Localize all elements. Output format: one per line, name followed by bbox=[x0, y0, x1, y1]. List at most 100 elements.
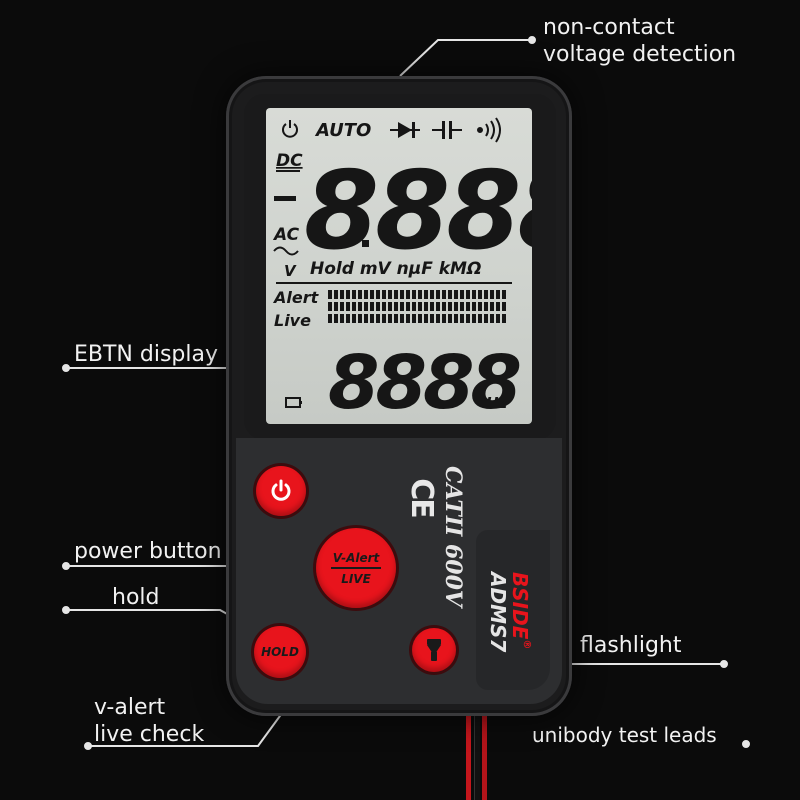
flashlight-button[interactable] bbox=[412, 628, 456, 672]
v-indicator: V bbox=[284, 262, 297, 280]
bargraph-segment bbox=[340, 314, 344, 323]
bargraph-segment bbox=[382, 314, 386, 323]
hold-button[interactable]: HOLD bbox=[254, 626, 306, 678]
live-label: LIVE bbox=[341, 571, 371, 586]
bargraph-segment bbox=[388, 314, 392, 323]
bargraph-segment bbox=[376, 290, 380, 299]
bargraph-segment bbox=[352, 302, 356, 311]
bargraph-segment bbox=[436, 290, 440, 299]
bargraph-segment bbox=[442, 314, 446, 323]
model-name: ADMS7 bbox=[486, 572, 510, 653]
bargraph-segment bbox=[490, 314, 494, 323]
bargraph-segment bbox=[478, 314, 482, 323]
bargraph-segment bbox=[424, 302, 428, 311]
bargraph-segment bbox=[472, 314, 476, 323]
bargraph-segment bbox=[334, 302, 338, 311]
bargraph-segment bbox=[430, 290, 434, 299]
hold-button-label: HOLD bbox=[261, 645, 299, 659]
bargraph-segment bbox=[430, 302, 434, 311]
live-indicator: Live bbox=[274, 311, 311, 330]
bargraph-scale-line bbox=[276, 282, 512, 284]
ebtn-leader-dot bbox=[62, 364, 70, 372]
bargraph-segment bbox=[478, 302, 482, 311]
leads-leader-dot bbox=[742, 740, 750, 748]
bargraph-segment bbox=[358, 290, 362, 299]
bargraph-segment bbox=[406, 302, 410, 311]
bargraph-segment bbox=[418, 290, 422, 299]
bargraph-segment bbox=[334, 290, 338, 299]
alert-indicator: Alert bbox=[272, 288, 320, 307]
v-alert-live-button[interactable]: V-Alert LIVE bbox=[316, 528, 396, 608]
test-lead-black bbox=[474, 712, 480, 800]
diode-icon bbox=[390, 122, 420, 138]
ac-indicator: AC bbox=[272, 225, 300, 245]
bargraph-segment bbox=[406, 290, 410, 299]
bargraph-segment bbox=[376, 302, 380, 311]
ncv-leader-dot bbox=[528, 36, 536, 44]
hz-indicator: Hz bbox=[486, 394, 508, 412]
bargraph-segment bbox=[352, 290, 356, 299]
test-lead-red-2 bbox=[482, 712, 487, 800]
bargraph-segment bbox=[346, 302, 350, 311]
flashlight-icon bbox=[427, 639, 441, 661]
bargraph-segment bbox=[424, 314, 428, 323]
battery-icon bbox=[285, 397, 302, 408]
bargraph-segment bbox=[412, 302, 416, 311]
bargraph-segment bbox=[394, 314, 398, 323]
secondary-reading: 8888 bbox=[328, 340, 519, 424]
bargraph-segment bbox=[454, 314, 458, 323]
bargraph-segment bbox=[502, 314, 506, 323]
ncv-callout: non-contact voltage detection bbox=[543, 14, 736, 68]
bargraph-segment bbox=[352, 314, 356, 323]
bargraph-segment bbox=[358, 314, 362, 323]
bargraph-segment bbox=[346, 290, 350, 299]
bargraph-segment bbox=[430, 314, 434, 323]
bargraph-segment bbox=[466, 314, 470, 323]
bargraph-segment bbox=[400, 314, 404, 323]
bargraph-segment bbox=[496, 314, 500, 323]
power-icon bbox=[271, 479, 291, 501]
bargraph-segment bbox=[442, 302, 446, 311]
bargraph-segment bbox=[466, 302, 470, 311]
test-lead-red bbox=[466, 712, 471, 800]
ebtn-callout: EBTN display bbox=[74, 342, 218, 367]
decimal-point-3 bbox=[466, 240, 473, 247]
bargraph-segment bbox=[478, 290, 482, 299]
ac-wave-icon bbox=[273, 246, 299, 256]
registered-mark: ® bbox=[521, 639, 532, 650]
bargraph-segment bbox=[340, 290, 344, 299]
bargraph-segment bbox=[376, 314, 380, 323]
v-alert-label: V-Alert bbox=[330, 551, 382, 569]
bargraph-segment bbox=[412, 290, 416, 299]
bargraph-segment bbox=[418, 302, 422, 311]
bargraph-segment bbox=[358, 302, 362, 311]
bargraph-segment bbox=[490, 290, 494, 299]
bargraph-segment bbox=[394, 290, 398, 299]
bargraph-segment bbox=[388, 290, 392, 299]
bargraph-segment bbox=[472, 290, 476, 299]
bargraph-segment bbox=[448, 302, 452, 311]
brand-name-text: BSIDE bbox=[508, 572, 532, 640]
dc-dashes bbox=[276, 170, 300, 172]
ncv-callout-line2: voltage detection bbox=[543, 42, 737, 67]
flashlight-callout: flashlight bbox=[580, 633, 682, 658]
power-button[interactable] bbox=[256, 466, 306, 516]
bargraph-segment bbox=[400, 302, 404, 311]
bargraph-segment bbox=[454, 302, 458, 311]
bargraph-segment bbox=[388, 302, 392, 311]
valert-callout: v-alert live check bbox=[94, 694, 204, 748]
bargraph-segment bbox=[328, 314, 332, 323]
main-reading: 8888 bbox=[304, 149, 532, 274]
brand-plate bbox=[476, 530, 550, 690]
bargraph-segment bbox=[460, 302, 464, 311]
bargraph-segment bbox=[502, 290, 506, 299]
bargraph-segment bbox=[502, 302, 506, 311]
bargraph-segment bbox=[406, 314, 410, 323]
bargraph-segment bbox=[328, 302, 332, 311]
bargraph-segment bbox=[394, 302, 398, 311]
bargraph-segment bbox=[334, 314, 338, 323]
bargraph-segment bbox=[496, 302, 500, 311]
bargraph-segment bbox=[412, 314, 416, 323]
bargraph-segment bbox=[382, 290, 386, 299]
